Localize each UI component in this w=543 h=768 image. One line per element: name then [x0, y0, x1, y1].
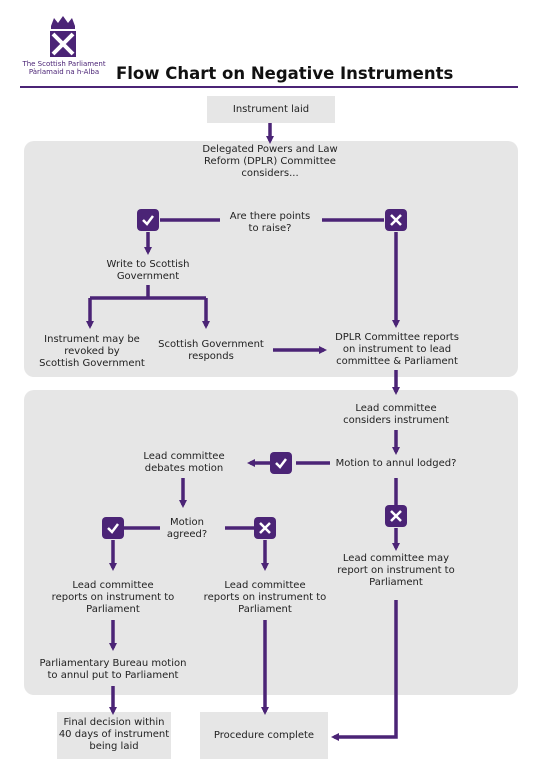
final-decision-box — [57, 712, 171, 759]
points-no-cross — [385, 209, 407, 231]
check-icon — [107, 523, 119, 534]
node-motion-agreed: Motion agreed? — [166, 517, 208, 540]
arrow-may-report-to-complete — [331, 600, 398, 741]
cross-icon — [390, 510, 402, 522]
motion-agreed-yes-check — [102, 517, 124, 539]
node-final-decision: Final decision within 40 days of instrum… — [58, 717, 170, 752]
saltire-crown-logo — [50, 16, 76, 57]
node-lead-may-report: Lead committee may report on instrument … — [337, 553, 455, 588]
dplr-panel — [24, 141, 518, 377]
motion-agreed-no-cross — [254, 517, 276, 539]
node-motion-lodged: Motion to annul lodged? — [335, 458, 457, 469]
org-name-gd: Pàrlamaid na h-Alba — [28, 68, 100, 76]
node-lead-debates: Lead committee debates motion — [143, 451, 225, 474]
points-yes-check — [137, 209, 159, 231]
lead-committee-panel — [24, 390, 518, 695]
procedure-complete-box — [200, 712, 328, 759]
node-procedure-complete: Procedure complete — [213, 730, 315, 741]
check-icon — [275, 458, 287, 469]
node-lead-considers: Lead committee considers instrument — [343, 403, 449, 426]
node-write-to-sg: Write to Scottish Government — [106, 259, 190, 282]
cross-icon — [390, 214, 402, 226]
node-dplr-reports: DPLR Committee reports on instrument to … — [335, 332, 459, 367]
node-lead-reports-no: Lead committee reports on instrument to … — [203, 580, 327, 615]
instrument-laid-box — [207, 96, 335, 123]
page-title: Flow Chart on Negative Instruments — [116, 64, 454, 83]
node-lead-reports-yes: Lead committee reports on instrument to … — [51, 580, 175, 615]
motion-lodged-yes-check — [270, 452, 292, 474]
node-may-be-revoked: Instrument may be revoked by Scottish Go… — [39, 334, 145, 369]
org-name: The Scottish Parliament Pàrlamaid na h-A… — [16, 60, 112, 76]
node-bureau-motion: Parliamentary Bureau motion to annul put… — [39, 658, 187, 681]
node-dplr-considers: Delegated Powers and Law Reform (DPLR) C… — [202, 144, 338, 179]
motion-lodged-no-cross — [385, 505, 407, 527]
node-points-to-raise: Are there points to raise? — [229, 211, 311, 234]
check-icon — [142, 215, 154, 226]
cross-icon — [259, 522, 271, 534]
title-rule — [20, 86, 518, 88]
node-sg-responds: Scottish Government responds — [158, 339, 264, 362]
org-name-en: The Scottish Parliament — [22, 60, 106, 68]
node-instrument-laid: Instrument laid — [232, 104, 310, 115]
